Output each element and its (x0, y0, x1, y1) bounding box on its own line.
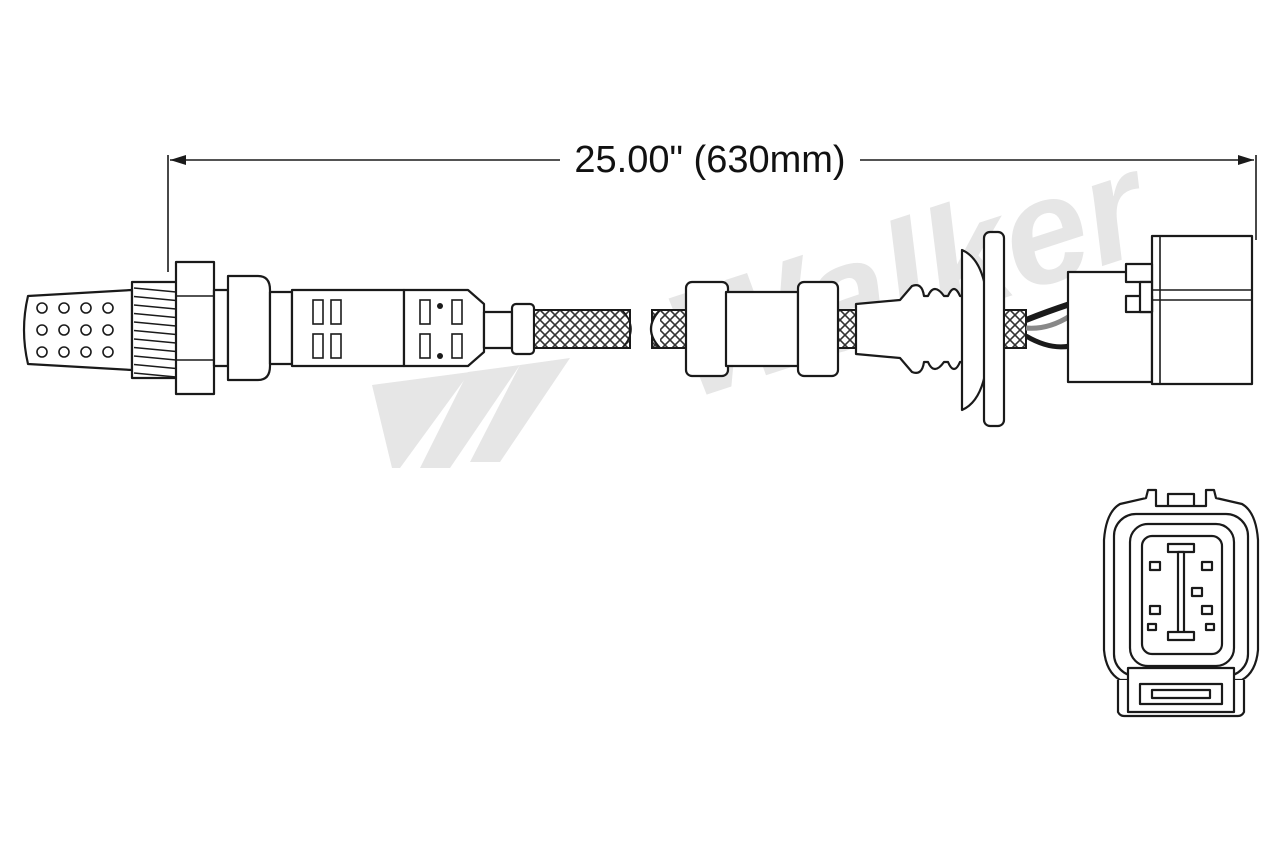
braid-mid-end (649, 309, 661, 349)
crimp-slot-1 (419, 299, 431, 325)
dimension-label: 25.00" (630mm) (560, 138, 860, 182)
crimp-dot-2 (437, 353, 443, 359)
braid-left (533, 309, 631, 349)
tip-hole (36, 302, 48, 314)
grommet-sleeve-icon (684, 230, 1027, 428)
thread-line (133, 321, 177, 327)
tip-hole (80, 324, 92, 336)
connector-housing (1066, 270, 1154, 384)
shell-slot-1 (312, 299, 324, 325)
pin-bar-bottom (1166, 630, 1196, 642)
connector-body (1150, 234, 1254, 386)
body-step (268, 290, 294, 366)
connector-tab (1138, 280, 1154, 314)
watermark-stripe-3 (470, 358, 570, 462)
watermark-stripe-2 (420, 365, 520, 468)
pin-5 (1200, 604, 1214, 616)
braid-left-end (621, 309, 632, 349)
dimension-arrow-left (170, 155, 186, 165)
pin-6 (1146, 622, 1158, 632)
sleeve-body (724, 290, 800, 368)
body-shell (290, 288, 406, 368)
cable-boot (510, 302, 536, 356)
tip-hole (80, 346, 92, 358)
connector-side-view-icon (1066, 234, 1254, 386)
tip-hole (36, 346, 48, 358)
pin-bar-center (1176, 550, 1186, 636)
tip-hole (80, 302, 92, 314)
thread-line (133, 304, 177, 310)
connector-latch-top (1124, 262, 1154, 284)
pin-4 (1148, 604, 1162, 616)
thread-line (133, 338, 177, 344)
crimp-slot-2 (419, 333, 431, 359)
braid-exit (1003, 309, 1027, 349)
crimp-slot-3 (451, 299, 463, 325)
watermark-stripe-1 (372, 372, 470, 468)
tip-hole (36, 324, 48, 336)
sleeve-cap-left (684, 280, 730, 378)
thread-line (133, 329, 177, 336)
wire-gray-1 (1025, 313, 1072, 331)
hex-nut (174, 260, 216, 396)
sleeve-cap-right (796, 280, 840, 378)
pin-7 (1204, 622, 1216, 632)
tip-hole (58, 324, 70, 336)
tip-hole (102, 346, 114, 358)
thread-line (133, 312, 177, 319)
thread-line (133, 346, 177, 353)
thread-line (133, 287, 177, 293)
pin-bar-top (1166, 542, 1196, 554)
thread-line (133, 363, 177, 370)
shell-slot-2 (312, 333, 324, 359)
thread-line (133, 355, 177, 361)
crimp-dot-1 (437, 303, 443, 309)
body-sleeve (226, 274, 272, 382)
sensor-tip-icon (22, 288, 134, 372)
crimp-slot-4 (451, 333, 463, 359)
wire-dark-2 (1024, 333, 1071, 350)
tip-hole (58, 302, 70, 314)
threaded-hex-body-icon (130, 260, 536, 396)
grommet-plate (982, 230, 1006, 428)
thread-line (133, 372, 177, 378)
lead-wires (1024, 301, 1072, 350)
thread-line (133, 295, 177, 302)
tip-hole (102, 324, 114, 336)
cable-ferrule (482, 310, 514, 350)
connector-face-view-icon (1102, 488, 1260, 718)
body-crimp (402, 288, 486, 368)
sensor-tip-holes (36, 302, 114, 358)
hex-collar (212, 288, 230, 368)
pin-3 (1190, 586, 1204, 598)
shell-slot-4 (330, 333, 342, 359)
tip-hole (102, 302, 114, 314)
pin-2 (1200, 560, 1214, 572)
dimension-arrow-right (1238, 155, 1254, 165)
thread-lines (133, 287, 177, 378)
shell-slot-3 (330, 299, 342, 325)
pin-1 (1148, 560, 1162, 572)
face-latch-slot (1150, 688, 1212, 700)
tip-hole (58, 346, 70, 358)
wire-dark (1024, 301, 1071, 323)
